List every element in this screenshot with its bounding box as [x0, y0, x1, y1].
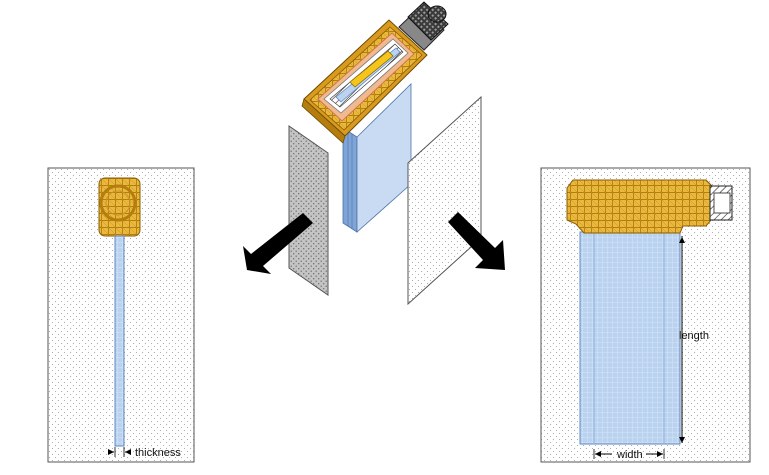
thickness-label: thickness [135, 447, 181, 459]
length-label: length [679, 330, 709, 342]
center-assembly [288, 1, 482, 306]
front-view-wafer [579, 231, 681, 445]
width-label: width [616, 449, 643, 461]
width-dimension [593, 449, 665, 459]
thickness-dimension [108, 447, 131, 457]
left-section-plane [288, 125, 329, 296]
side-view-panel: thickness [47, 167, 195, 463]
knurled-knob [398, 1, 449, 51]
arrow-down-right-icon [448, 212, 505, 270]
front-view-panel: length width [540, 167, 751, 463]
arrow-down-left-icon [243, 213, 313, 274]
right-section-plane [407, 95, 482, 306]
holder-clamp [301, 19, 428, 144]
front-view-clamp [566, 179, 733, 234]
side-view-wafer [114, 235, 125, 447]
side-view-clamp [98, 177, 141, 237]
